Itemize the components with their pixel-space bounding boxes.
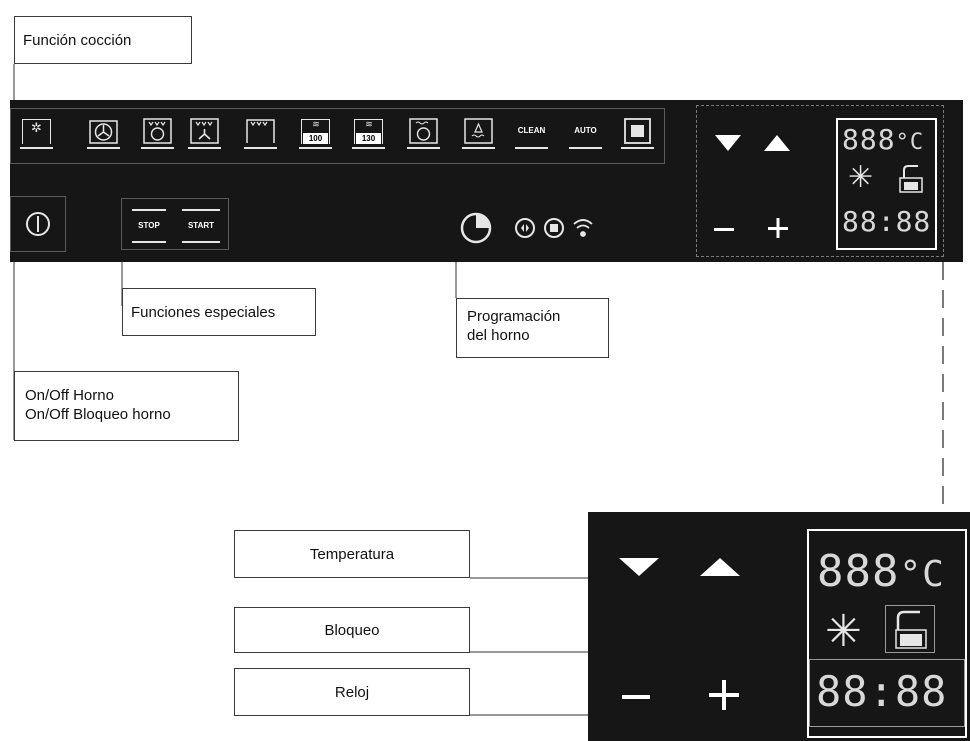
fan-icon (89, 120, 118, 144)
clock-readout-zoom: 88:88 (816, 667, 948, 716)
left-right-button[interactable] (514, 217, 536, 239)
arrow-up-icon-zoom (700, 558, 740, 576)
arrow-up-icon (764, 135, 790, 151)
callout-temperatura: Temperatura (234, 530, 470, 578)
power-button-group (10, 196, 66, 252)
timer-button[interactable] (460, 212, 494, 246)
stop-button[interactable]: STOP (132, 209, 166, 243)
zoom-region-dashed (696, 105, 944, 257)
key-fan[interactable] (85, 116, 122, 152)
lock-indicator-zoom (885, 605, 935, 653)
key-top-heat[interactable]: ✲ (18, 116, 55, 152)
display: 888°C ✳ 88:88 (836, 118, 937, 250)
callout-funcion-coccion: Función cocción (14, 16, 192, 64)
clock-readout: 88:88 (842, 205, 932, 238)
cooking-function-group (10, 108, 665, 164)
key-grill[interactable] (242, 116, 279, 152)
arrow-down-icon-zoom (619, 558, 659, 576)
minus-icon (714, 228, 734, 231)
snowflake-icon-zoom: ✳ (825, 606, 862, 657)
grill-fan-icon (190, 118, 219, 144)
callout-label: Función cocción (23, 31, 132, 49)
steam-130-icon (354, 119, 383, 144)
defrost-icon (464, 118, 493, 144)
lock-icon (899, 165, 923, 193)
wifi-button[interactable] (572, 217, 594, 239)
control-panel: ✲ ≋ 100 (10, 100, 963, 262)
callout-programacion: Programación del horno (456, 298, 609, 358)
special-functions-group: STOP START (121, 198, 229, 250)
stop-label: STOP (138, 221, 160, 230)
left-right-icon (515, 218, 535, 238)
stop-circle-button[interactable] (543, 217, 565, 239)
fan-grill-icon (143, 118, 172, 144)
callout-bloqueo: Bloqueo (234, 607, 470, 653)
arrow-down-button[interactable] (711, 128, 747, 154)
key-fan-grill[interactable] (139, 116, 176, 152)
callout-reloj: Reloj (234, 668, 470, 716)
wifi-icon (573, 219, 593, 237)
key-steam-100[interactable]: ≋ 100 (297, 116, 334, 152)
plus-button[interactable] (760, 212, 796, 242)
timer-icon (460, 212, 492, 244)
stop-circle-icon (544, 218, 564, 238)
temperature-readout: 888°C (842, 123, 925, 156)
oven-programming-group (446, 198, 612, 250)
key-steam-fan[interactable] (405, 116, 442, 152)
temperature-readout-zoom: 888°C (817, 546, 945, 597)
steam-100-icon (301, 119, 330, 144)
auto-icon: AUTO (574, 126, 597, 135)
zoomed-display: 888°C ✳ 88:88 (807, 529, 967, 738)
clean-icon: CLEAN (517, 126, 546, 135)
start-button[interactable]: START (182, 209, 220, 243)
arrow-up-button[interactable] (760, 128, 796, 154)
steam-fan-icon (409, 118, 438, 144)
power-button[interactable] (11, 197, 65, 251)
key-stop-square[interactable] (619, 116, 656, 152)
key-clean[interactable]: CLEAN (513, 116, 550, 152)
zoomed-display-panel: 888°C ✳ 88:88 (588, 512, 970, 741)
clock-indicator-zoom: 88:88 (809, 659, 965, 727)
snowflake-icon: ✳ (848, 160, 874, 195)
minus-icon-zoom (622, 695, 650, 699)
key-auto[interactable]: AUTO (567, 116, 604, 152)
lock-icon-zoom (895, 610, 927, 649)
grill-icon (246, 119, 275, 143)
callout-funciones-especiales: Funciones especiales (122, 288, 316, 336)
key-defrost[interactable] (460, 116, 497, 152)
minus-button[interactable] (711, 212, 747, 242)
callout-on-off: On/Off Horno On/Off Bloqueo horno (14, 371, 239, 441)
stop-square-icon (624, 118, 651, 144)
key-steam-130[interactable]: ≋ 130 (350, 116, 387, 152)
arrow-down-icon (715, 135, 741, 151)
top-heat-icon (22, 119, 51, 144)
power-icon (26, 212, 50, 236)
start-label: START (187, 221, 215, 230)
key-grill-fan[interactable] (186, 116, 223, 152)
